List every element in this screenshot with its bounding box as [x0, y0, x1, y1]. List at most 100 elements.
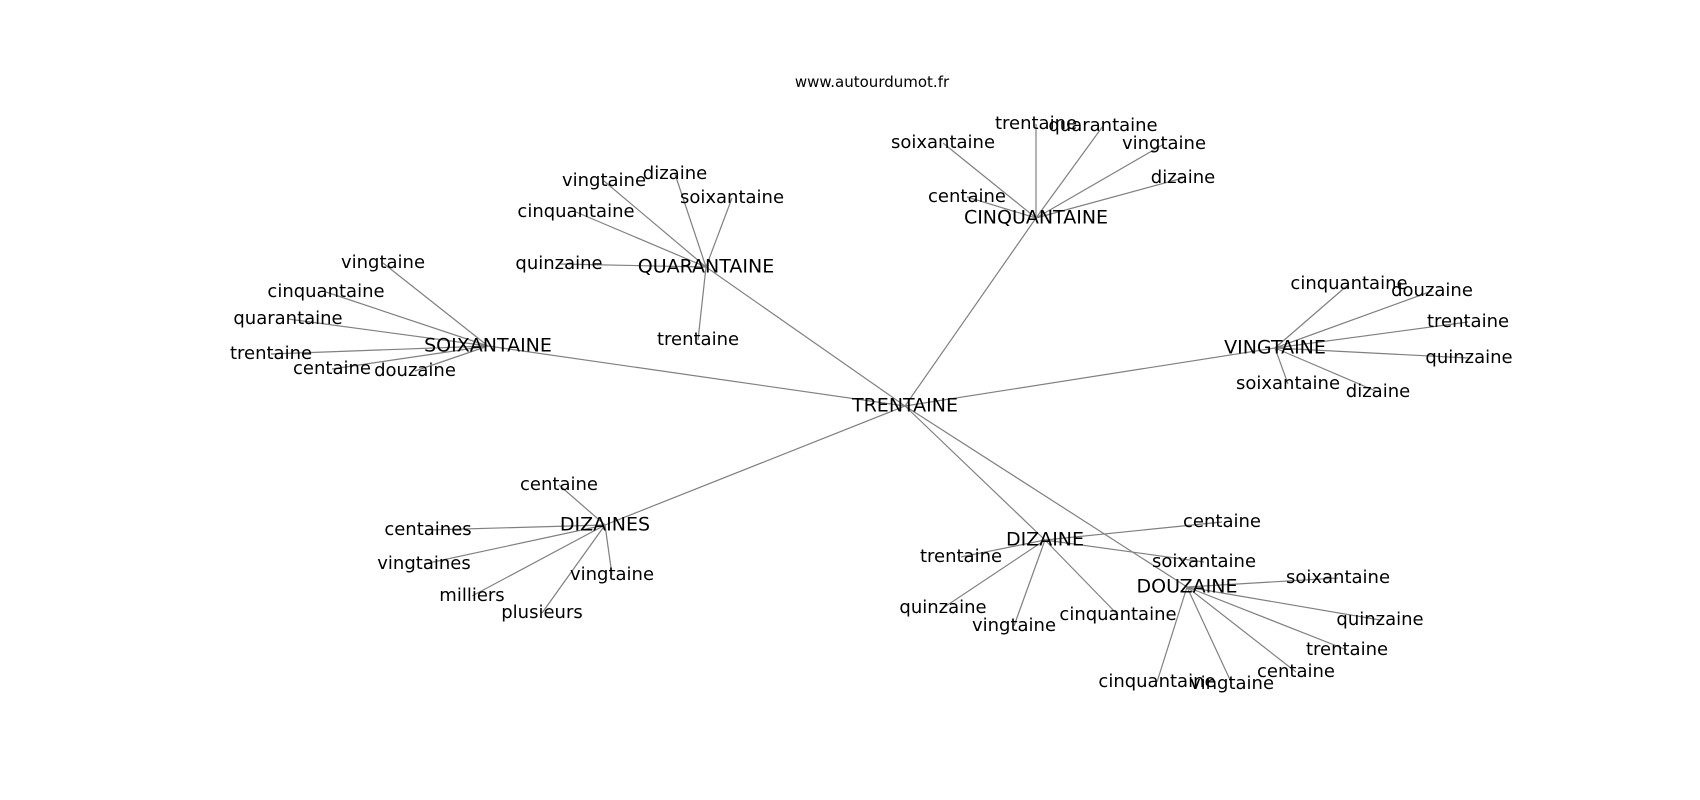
leaf-node-diz-3: soixantaine: [1152, 551, 1256, 572]
leaf-node-ving-1: cinquantaine: [1290, 273, 1407, 294]
leaf-node-quar-4: cinquantaine: [517, 201, 634, 222]
leaf-node-soix-4: trentaine: [230, 343, 312, 364]
edge-quarantaine-quar_4: [575, 211, 707, 268]
leaf-node-dou-6: cinquantaine: [1098, 671, 1215, 692]
leaf-node-dzs-4: milliers: [439, 585, 504, 606]
edge-soixantaine-soix_2: [325, 291, 489, 347]
leaf-node-cinq-4: vingtaine: [1122, 133, 1206, 154]
edge-douzaine-dou_3: [1186, 586, 1348, 651]
leaf-node-quar-1: vingtaine: [562, 170, 646, 191]
edge-douzaine-dou_2: [1186, 586, 1381, 621]
hub-node-trentaine: TRENTAINE: [851, 395, 958, 417]
leaf-node-diz-5: vingtaine: [972, 615, 1056, 636]
leaf-node-cinq-1: soixantaine: [891, 132, 995, 153]
edge-trentaine-quarantaine: [705, 266, 906, 407]
leaf-node-dou-4: centaine: [1257, 661, 1335, 682]
edge-quarantaine-quar_2: [674, 173, 707, 268]
edge-douzaine-dou_6: [1156, 586, 1188, 683]
leaf-node-ving-6: dizaine: [1346, 381, 1410, 402]
hub-node-douzaine: DOUZAINE: [1137, 576, 1238, 598]
edge-vingtaine-ving_1: [1274, 283, 1350, 349]
edge-vingtaine-ving_6: [1274, 347, 1379, 393]
edge-dizaines-dzs_3: [423, 524, 606, 565]
leaf-node-ving-4: quinzaine: [1425, 347, 1512, 368]
leaf-node-quar-5: quinzaine: [515, 253, 602, 274]
edge-trentaine-douzaine: [904, 405, 1188, 588]
edge-soixantaine-soix_4: [270, 345, 489, 355]
leaf-node-diz-4: quinzaine: [899, 597, 986, 618]
edge-dizaine-diz_6: [1044, 539, 1119, 616]
edge-dizaine-diz_2: [960, 539, 1046, 558]
edge-soixantaine-soix_6: [414, 345, 489, 372]
edge-quarantaine-quar_1: [603, 180, 707, 268]
edge-douzaine-dou_4: [1186, 586, 1297, 673]
leaf-node-cinq-3: quarantaine: [1048, 115, 1157, 136]
edge-dizaine-diz_3: [1044, 539, 1205, 563]
leaf-node-dzs-1: centaine: [520, 474, 598, 495]
edge-quarantaine-quar_3: [705, 197, 733, 268]
edge-soixantaine-soix_5: [331, 345, 489, 370]
edge-quarantaine-quar_5: [558, 263, 707, 268]
leaf-node-soix-5: centaine: [293, 358, 371, 379]
edge-vingtaine-ving_5: [1274, 347, 1289, 385]
edge-trentaine-dizaine: [904, 405, 1046, 541]
leaf-node-soix-1: vingtaine: [341, 252, 425, 273]
edge-dizaines-dzs_5: [541, 524, 606, 614]
leaf-node-soix-2: cinquantaine: [267, 281, 384, 302]
edge-vingtaine-ving_3: [1274, 321, 1469, 349]
hub-node-vingtaine: VINGTAINE: [1224, 337, 1326, 359]
hub-node-dizaine: DIZAINE: [1006, 529, 1084, 551]
edge-dizaines-dzs_2: [427, 524, 606, 531]
edge-trentaine-vingtaine: [904, 347, 1276, 407]
leaf-node-dzs-3: vingtaines: [377, 553, 470, 574]
edge-dizaines-dzs_1: [558, 484, 606, 526]
leaf-node-ving-3: trentaine: [1427, 311, 1509, 332]
leaf-node-ving-5: soixantaine: [1236, 373, 1340, 394]
leaf-node-dou-3: trentaine: [1306, 639, 1388, 660]
leaf-node-ving-2: douzaine: [1391, 280, 1473, 301]
edge-cinquantaine-cinq_5: [1035, 177, 1184, 219]
hub-node-cinquantaine: CINQUANTAINE: [964, 207, 1108, 229]
leaf-node-quar-6: trentaine: [657, 329, 739, 350]
edge-quarantaine-quar_6: [697, 266, 707, 341]
leaf-node-cinq-5: dizaine: [1151, 167, 1215, 188]
leaf-node-dou-2: quinzaine: [1336, 609, 1423, 630]
edge-vingtaine-ving_2: [1274, 290, 1433, 349]
edge-dizaines-dzs_6: [604, 524, 613, 576]
hub-node-soixantaine: SOIXANTAINE: [424, 335, 552, 357]
leaf-node-cinq-2: trentaine: [995, 113, 1077, 134]
leaf-node-soix-6: douzaine: [374, 360, 456, 381]
edge-douzaine-dou_1: [1186, 577, 1339, 588]
edge-dizaine-diz_4: [942, 539, 1046, 609]
edge-dizaine-diz_5: [1013, 539, 1046, 627]
edge-trentaine-dizaines: [604, 405, 906, 526]
leaf-node-diz-1: centaine: [1183, 511, 1261, 532]
hub-node-quarantaine: QUARANTAINE: [638, 256, 774, 278]
edge-dizaine-diz_1: [1044, 521, 1223, 541]
leaf-node-quar-3: soixantaine: [680, 187, 784, 208]
edge-cinquantaine-cinq_4: [1035, 143, 1165, 219]
edge-dizaines-dzs_4: [471, 524, 606, 597]
site-url: www.autourdumot.fr: [795, 73, 950, 91]
leaf-node-dzs-5: plusieurs: [501, 602, 582, 623]
leaf-node-diz-2: trentaine: [920, 546, 1002, 567]
leaf-node-soix-3: quarantaine: [233, 308, 342, 329]
leaf-node-dzs-2: centaines: [384, 519, 471, 540]
edge-cinquantaine-cinq_6: [966, 196, 1037, 219]
edge-trentaine-cinquantaine: [904, 217, 1037, 407]
leaf-node-dou-1: soixantaine: [1286, 567, 1390, 588]
edge-soixantaine-soix_1: [382, 262, 489, 347]
leaf-node-quar-2: dizaine: [643, 163, 707, 184]
edge-trentaine-soixantaine: [487, 345, 906, 407]
edge-cinquantaine-cinq_1: [942, 142, 1037, 219]
hub-node-dizaines: DIZAINES: [560, 514, 650, 536]
graph-labels: TRENTAINE SOIXANTAINE QUARANTAINE CINQUANTA…: [230, 113, 1513, 694]
leaf-node-dzs-6: vingtaine: [570, 564, 654, 585]
leaf-node-dou-5: vingtaine: [1190, 673, 1274, 694]
edge-soixantaine-soix_3: [287, 318, 489, 347]
edge-douzaine-dou_5: [1186, 586, 1233, 685]
edge-vingtaine-ving_4: [1274, 347, 1470, 359]
edge-cinquantaine-cinq_3: [1035, 125, 1104, 219]
leaf-node-cinq-6: centaine: [928, 186, 1006, 207]
